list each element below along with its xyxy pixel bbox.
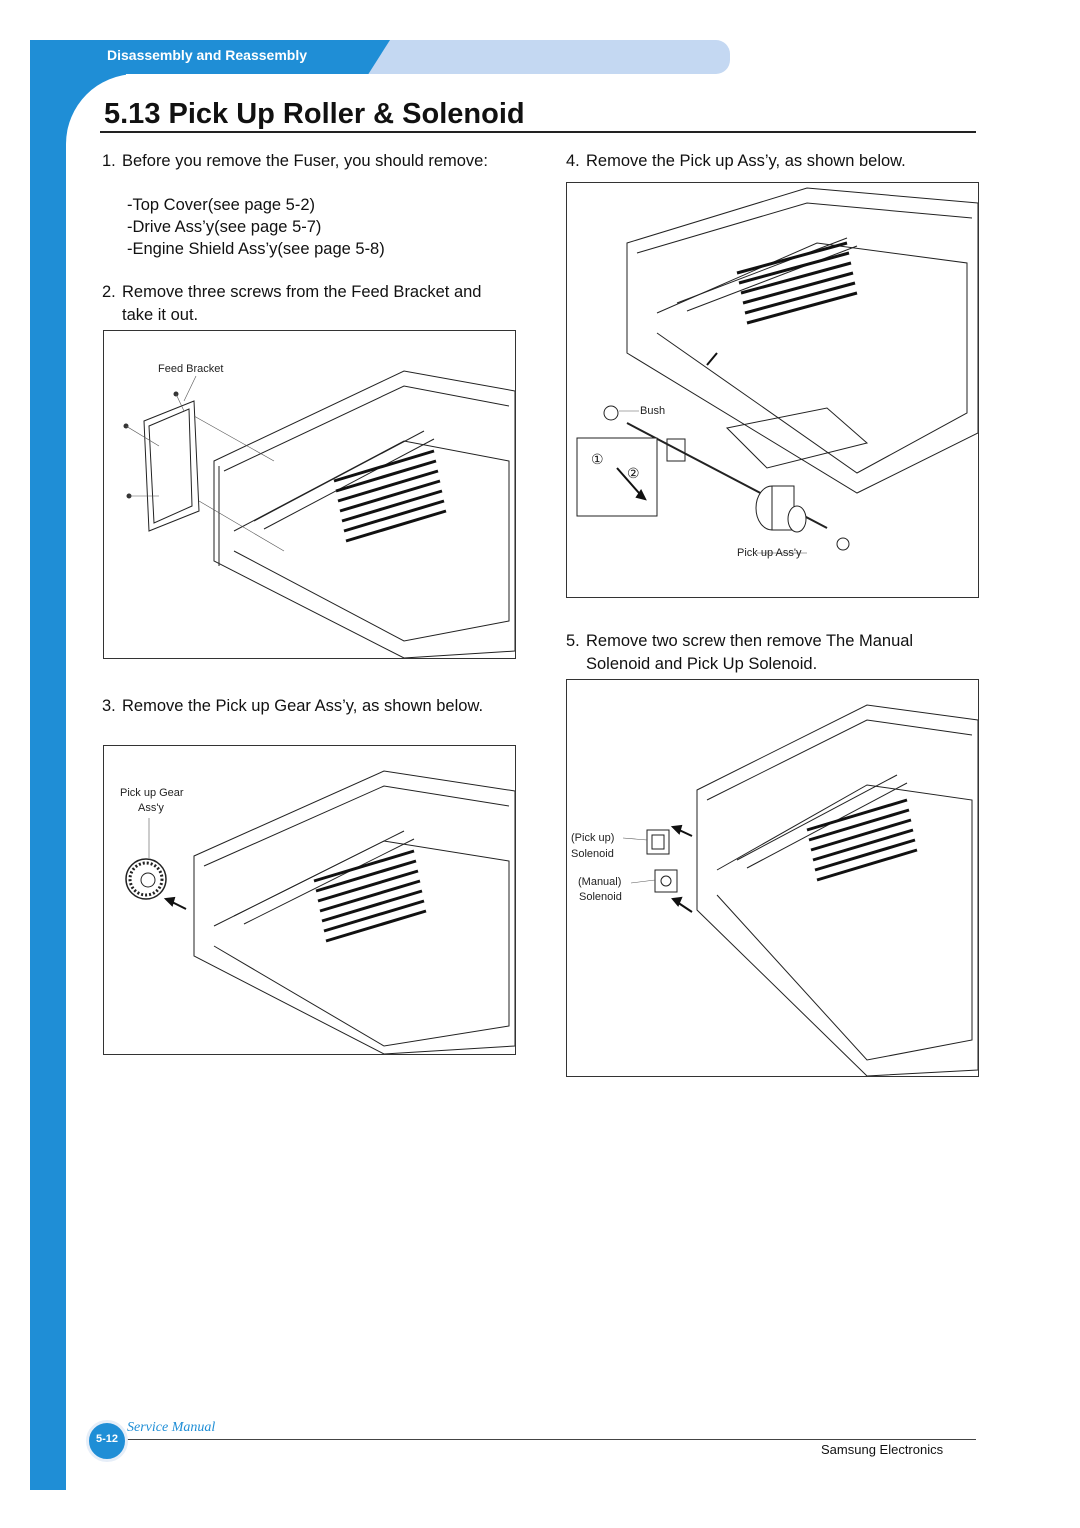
- step-marker-2: ②: [627, 465, 640, 481]
- page-number: 5-12: [95, 1433, 119, 1445]
- printer-frame-drawing: [123, 370, 515, 658]
- step-1: 1. Before you remove the Fuser, you shou…: [102, 150, 502, 173]
- step-5: 5. Remove two screw then remove The Manu…: [566, 630, 966, 676]
- step-text: Remove the Pick up Ass’y, as shown below…: [586, 152, 906, 170]
- header-section-tab: [30, 40, 390, 74]
- step-number: 4.: [566, 152, 580, 170]
- step-number: 2.: [102, 283, 116, 301]
- step-text: Remove two screw then remove The Manual …: [586, 632, 914, 673]
- pickup-roller-drawing: [755, 485, 850, 551]
- step-marker-1: ①: [591, 451, 604, 467]
- title-divider: [100, 131, 976, 133]
- pickup-gear-label-line1: Pick up Gear: [120, 787, 184, 799]
- manual-solenoid-label-line1: (Manual): [578, 876, 622, 888]
- step-text: Before you remove the Fuser, you should …: [122, 152, 488, 170]
- step-1-item: -Drive Ass’y(see page 5-7): [127, 218, 322, 236]
- pickup-assy-figure: Bush ① ② Pick up Ass'y: [566, 182, 979, 598]
- footer-company: Samsung Electronics: [821, 1442, 944, 1457]
- feed-bracket-label: Feed Bracket: [158, 363, 224, 375]
- step-1-item: -Top Cover(see page 5-2): [127, 196, 316, 214]
- gear-drawing: [125, 858, 167, 900]
- pickup-gear-label-line2: Ass'y: [138, 802, 164, 814]
- solenoid-figure: (Pick up) Solenoid (Manual) Solenoid: [566, 679, 979, 1077]
- pickup-solenoid-drawing: [646, 829, 670, 855]
- printer-frame-drawing: [576, 187, 978, 554]
- manual-solenoid-drawing: [654, 869, 678, 893]
- step-1-item: -Engine Shield Ass’y(see page 5-8): [127, 240, 385, 258]
- pickup-gear-figure: Pick up Gear Ass'y: [103, 745, 516, 1055]
- printer-frame-drawing: [125, 770, 515, 1054]
- footer-manual-label: Service Manual: [127, 1420, 216, 1435]
- manual-solenoid-label-line2: Solenoid: [579, 891, 622, 903]
- page-title: 5.13 Pick Up Roller & Solenoid: [104, 98, 525, 130]
- feed-bracket-figure: Feed Bracket: [103, 330, 516, 659]
- section-header: Disassembly and Reassembly: [107, 47, 307, 63]
- step-text: Remove the Pick up Gear Ass’y, as shown …: [122, 697, 484, 715]
- step-2: 2. Remove three screws from the Feed Bra…: [102, 281, 502, 327]
- step-number: 1.: [102, 152, 116, 170]
- bush-label: Bush: [640, 405, 666, 417]
- pickup-solenoid-label-line2: Solenoid: [571, 848, 614, 860]
- page-number-badge: 5-12: [86, 1420, 128, 1462]
- printer-frame-drawing: [622, 704, 978, 1076]
- step-3: 3. Remove the Pick up Gear Ass’y, as sho…: [102, 695, 502, 718]
- pickup-assy-label: Pick up Ass'y: [737, 547, 802, 559]
- pickup-solenoid-label-line1: (Pick up): [571, 832, 615, 844]
- step-text: Remove three screws from the Feed Bracke…: [122, 283, 482, 324]
- footer-divider: [120, 1439, 976, 1440]
- step-number: 3.: [102, 697, 116, 715]
- step-4: 4. Remove the Pick up Ass’y, as shown be…: [566, 150, 966, 173]
- step-number: 5.: [566, 632, 580, 650]
